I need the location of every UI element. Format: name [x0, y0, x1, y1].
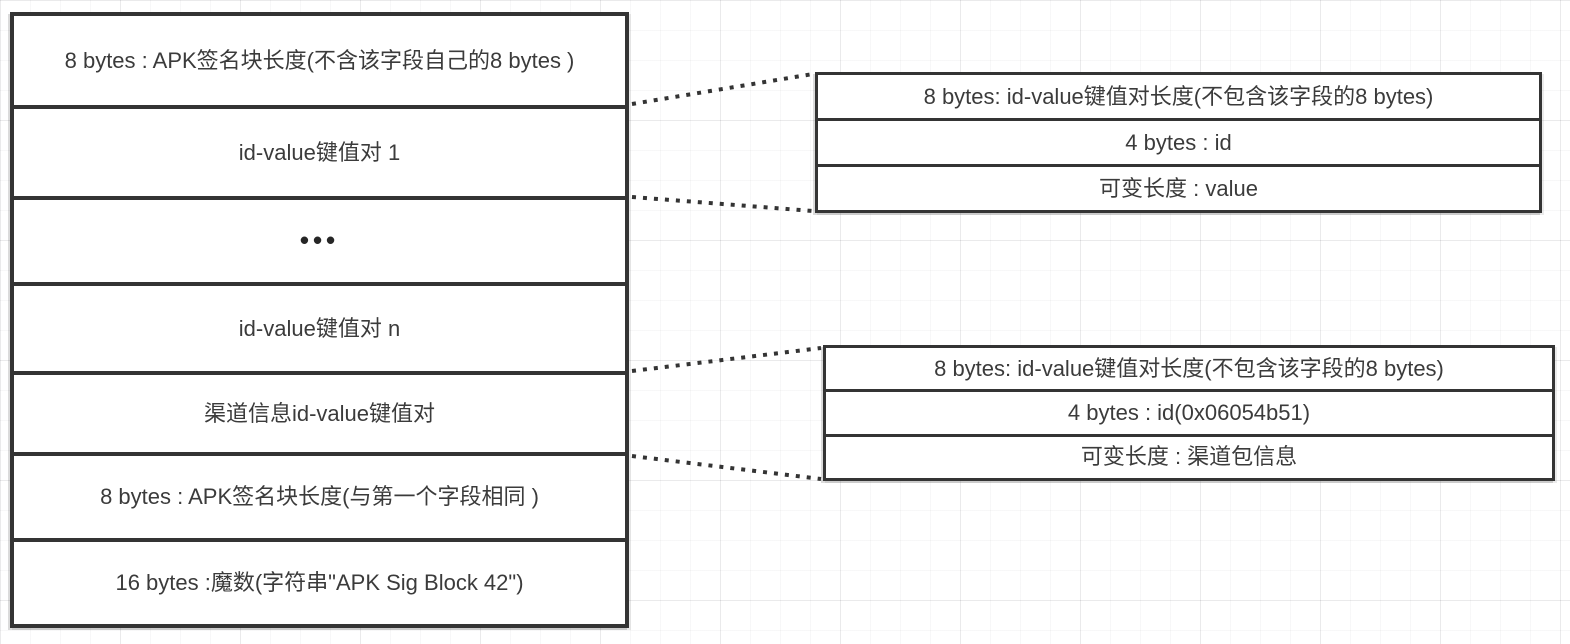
channel-row-id: 4 bytes : id(0x06054b51): [826, 389, 1552, 433]
block-row-ellipsis: •••: [14, 196, 625, 282]
channel-row-pair-length: 8 bytes: id-value键值对长度(不包含该字段的8 bytes): [934, 355, 1444, 381]
block-row-channel-pair: 渠道信息id-value键值对: [14, 371, 625, 452]
block-row-idvalue-n: id-value键值对 n: [14, 282, 625, 371]
detail-row-pair-length: 8 bytes: id-value键值对长度(不包含该字段的8 bytes): [923, 83, 1434, 109]
block-row-sig-length: 8 bytes : APK签名块长度(不含该字段自己的8 bytes ): [64, 47, 575, 73]
detail-row-id: 4 bytes : id: [818, 118, 1539, 164]
connector-channel-top: [631, 346, 822, 373]
detail-row-value: 可变长度 : value: [818, 164, 1539, 210]
block-row-idvalue-1: id-value键值对 1: [14, 105, 625, 196]
block-row-magic: 16 bytes :魔数(字符串"APK Sig Block 42"): [14, 538, 625, 624]
connector-idvalue-top: [631, 72, 814, 106]
apk-signing-block-box: 8 bytes : APK签名块长度(不含该字段自己的8 bytes ) id-…: [10, 12, 629, 628]
block-row-sig-length-dup: 8 bytes : APK签名块长度(与第一个字段相同 ): [14, 452, 625, 538]
idvalue-pair-detail-box: 8 bytes: id-value键值对长度(不包含该字段的8 bytes) 4…: [815, 72, 1542, 213]
channel-pair-detail-box: 8 bytes: id-value键值对长度(不包含该字段的8 bytes) 4…: [823, 345, 1555, 481]
connector-channel-bottom: [631, 454, 822, 481]
connector-idvalue-bottom: [631, 195, 814, 213]
channel-row-value: 可变长度 : 渠道包信息: [826, 433, 1552, 478]
